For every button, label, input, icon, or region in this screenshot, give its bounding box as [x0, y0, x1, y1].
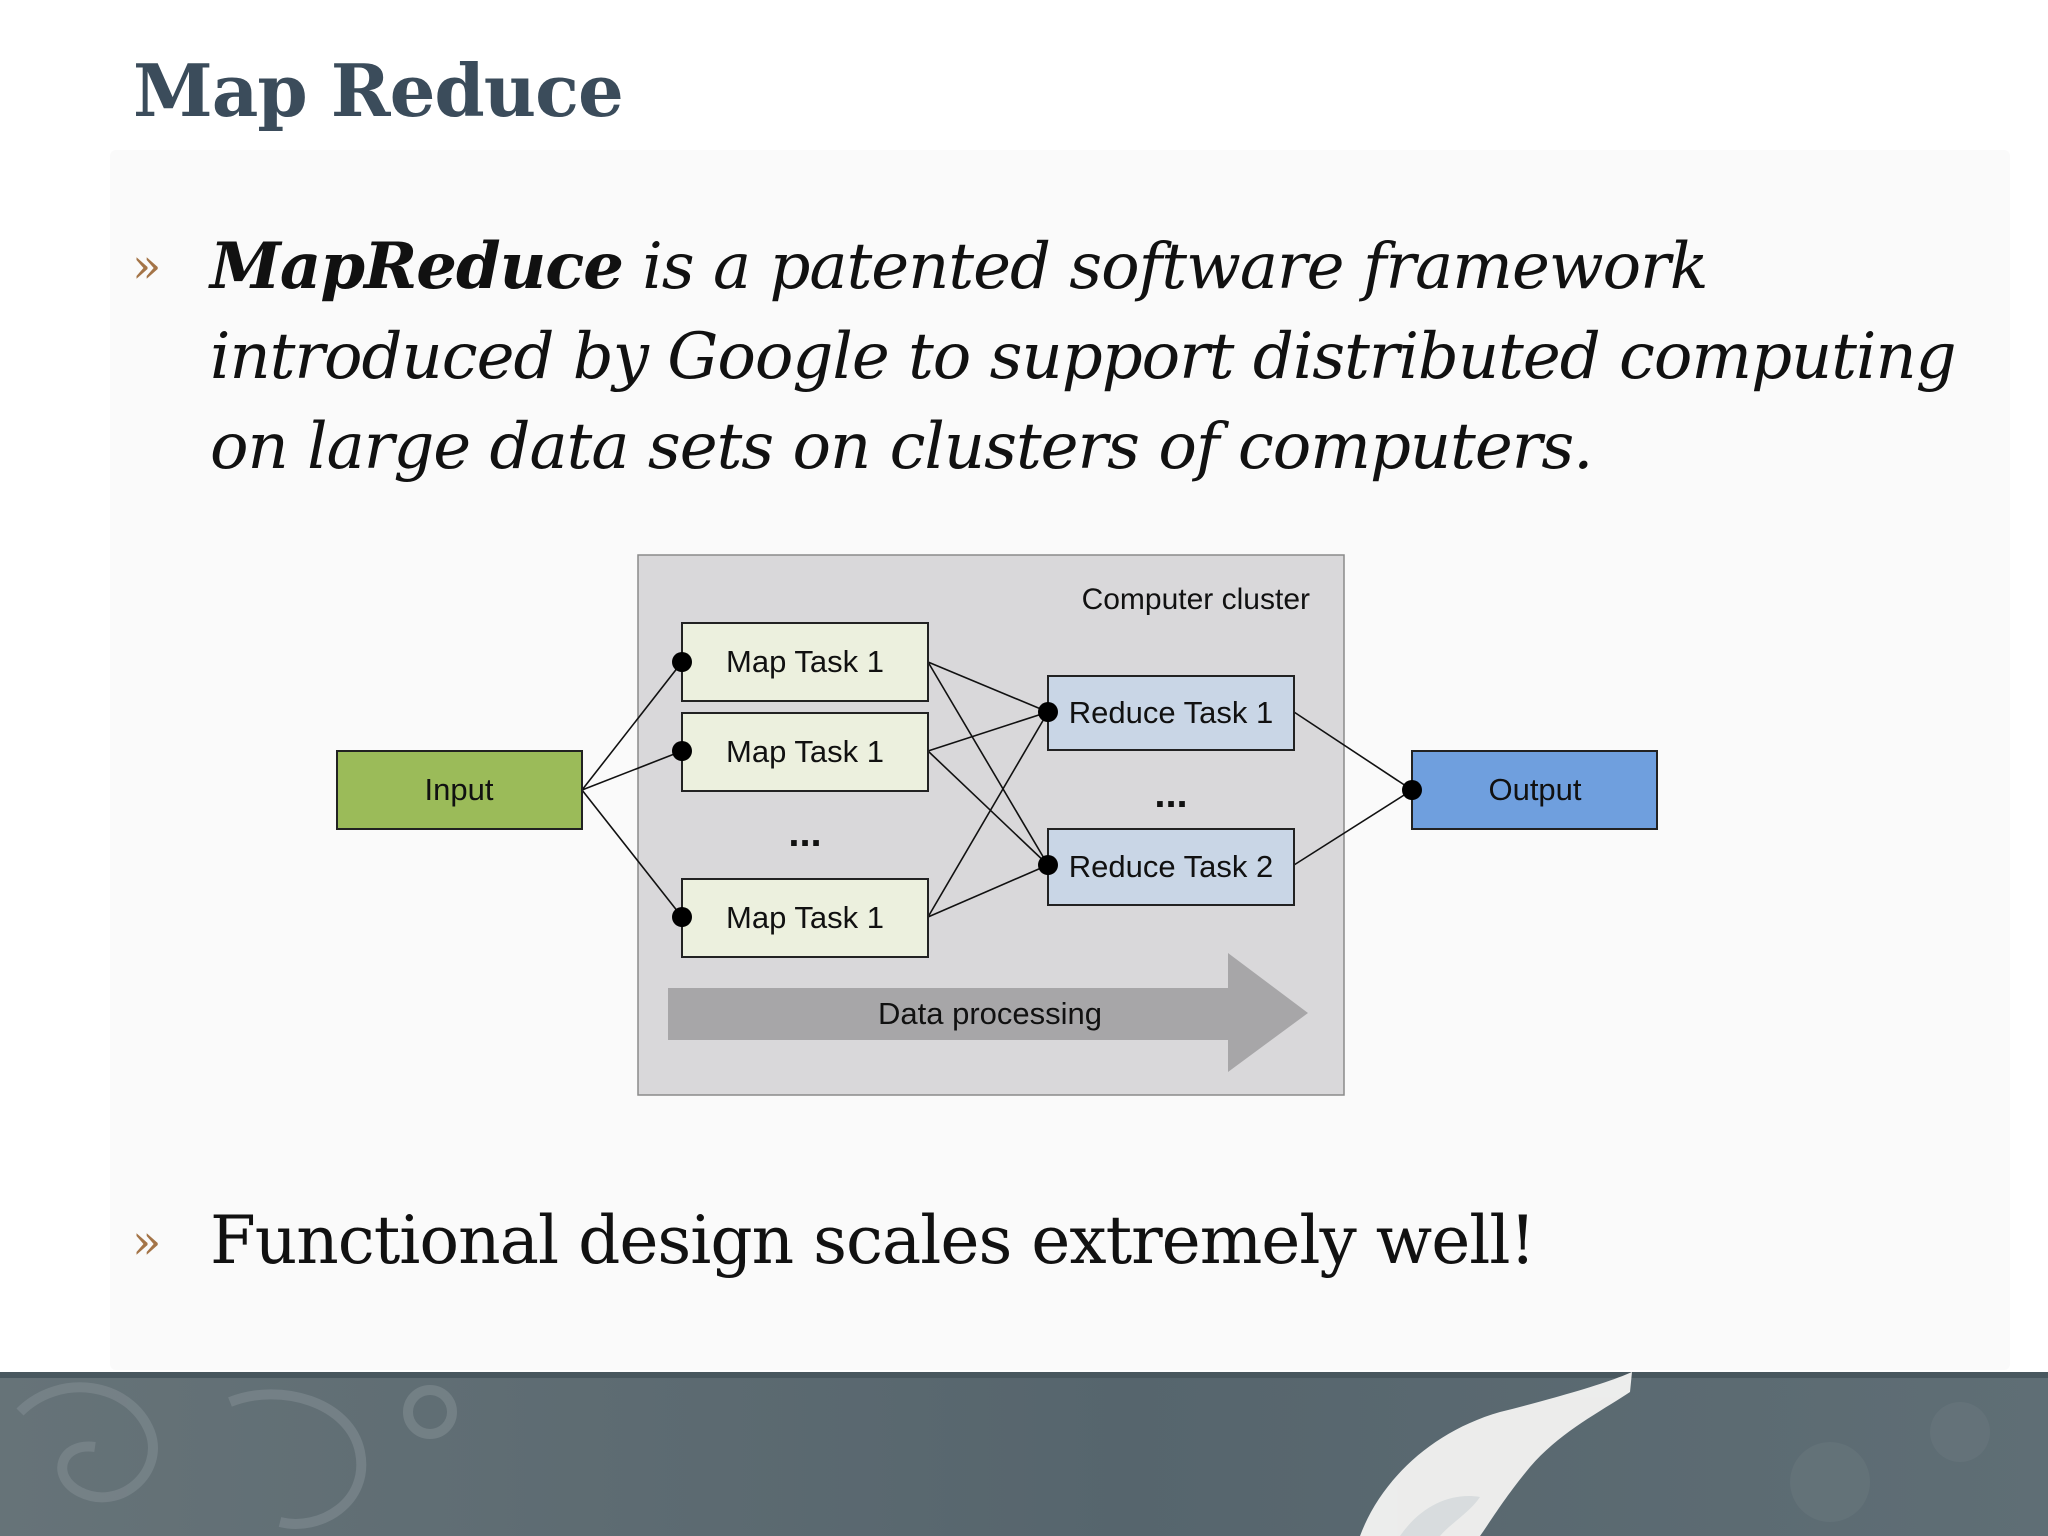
bullet-mapreduce-definition: MapReduce is a patented software framewo…	[210, 222, 2010, 492]
connection-lines	[581, 661, 1413, 918]
reduce-task-label: Reduce Task 1	[1069, 695, 1274, 730]
input-box	[336, 750, 583, 830]
map-task-label: Map Task 1	[726, 644, 884, 679]
map-ellipsis: ...	[788, 811, 821, 855]
mapreduce-diagram: Computer cluster Input Map Task 1 Map Ta…	[336, 554, 1658, 1096]
output-label: Output	[1488, 772, 1581, 807]
reduce-task-box	[1047, 675, 1295, 751]
footer-decoration	[0, 1372, 2048, 1536]
map-task-label: Map Task 1	[726, 734, 884, 769]
data-processing-label: Data processing	[878, 996, 1102, 1031]
slide-title: Map Reduce	[133, 48, 624, 133]
map-task-label: Map Task 1	[726, 900, 884, 935]
ornament-fade-right	[1790, 1402, 1990, 1522]
computer-cluster-label: Computer cluster	[1082, 583, 1310, 616]
data-processing-arrow	[668, 953, 1308, 1072]
input-label: Input	[425, 772, 494, 807]
reduce-task-label: Reduce Task 2	[1069, 849, 1274, 884]
ornament-swirl-left	[16, 1382, 457, 1529]
output-box	[1411, 750, 1658, 830]
map-task-box	[681, 712, 929, 792]
ornament-flourish-right	[1360, 1372, 1632, 1536]
bullet-marker: »	[132, 238, 162, 294]
map-task-box	[681, 622, 929, 702]
bullet-functional-design: Functional design scales extremely well!	[210, 1202, 1536, 1279]
connection-dots	[672, 652, 1422, 927]
bullet-text: is a patented software framework introdu…	[210, 230, 1957, 484]
map-task-box	[681, 878, 929, 958]
bullet-marker: »	[132, 1214, 162, 1270]
reduce-ellipsis: ...	[1154, 772, 1187, 816]
bullet-term: MapReduce	[210, 229, 624, 304]
reduce-task-box	[1047, 828, 1295, 906]
